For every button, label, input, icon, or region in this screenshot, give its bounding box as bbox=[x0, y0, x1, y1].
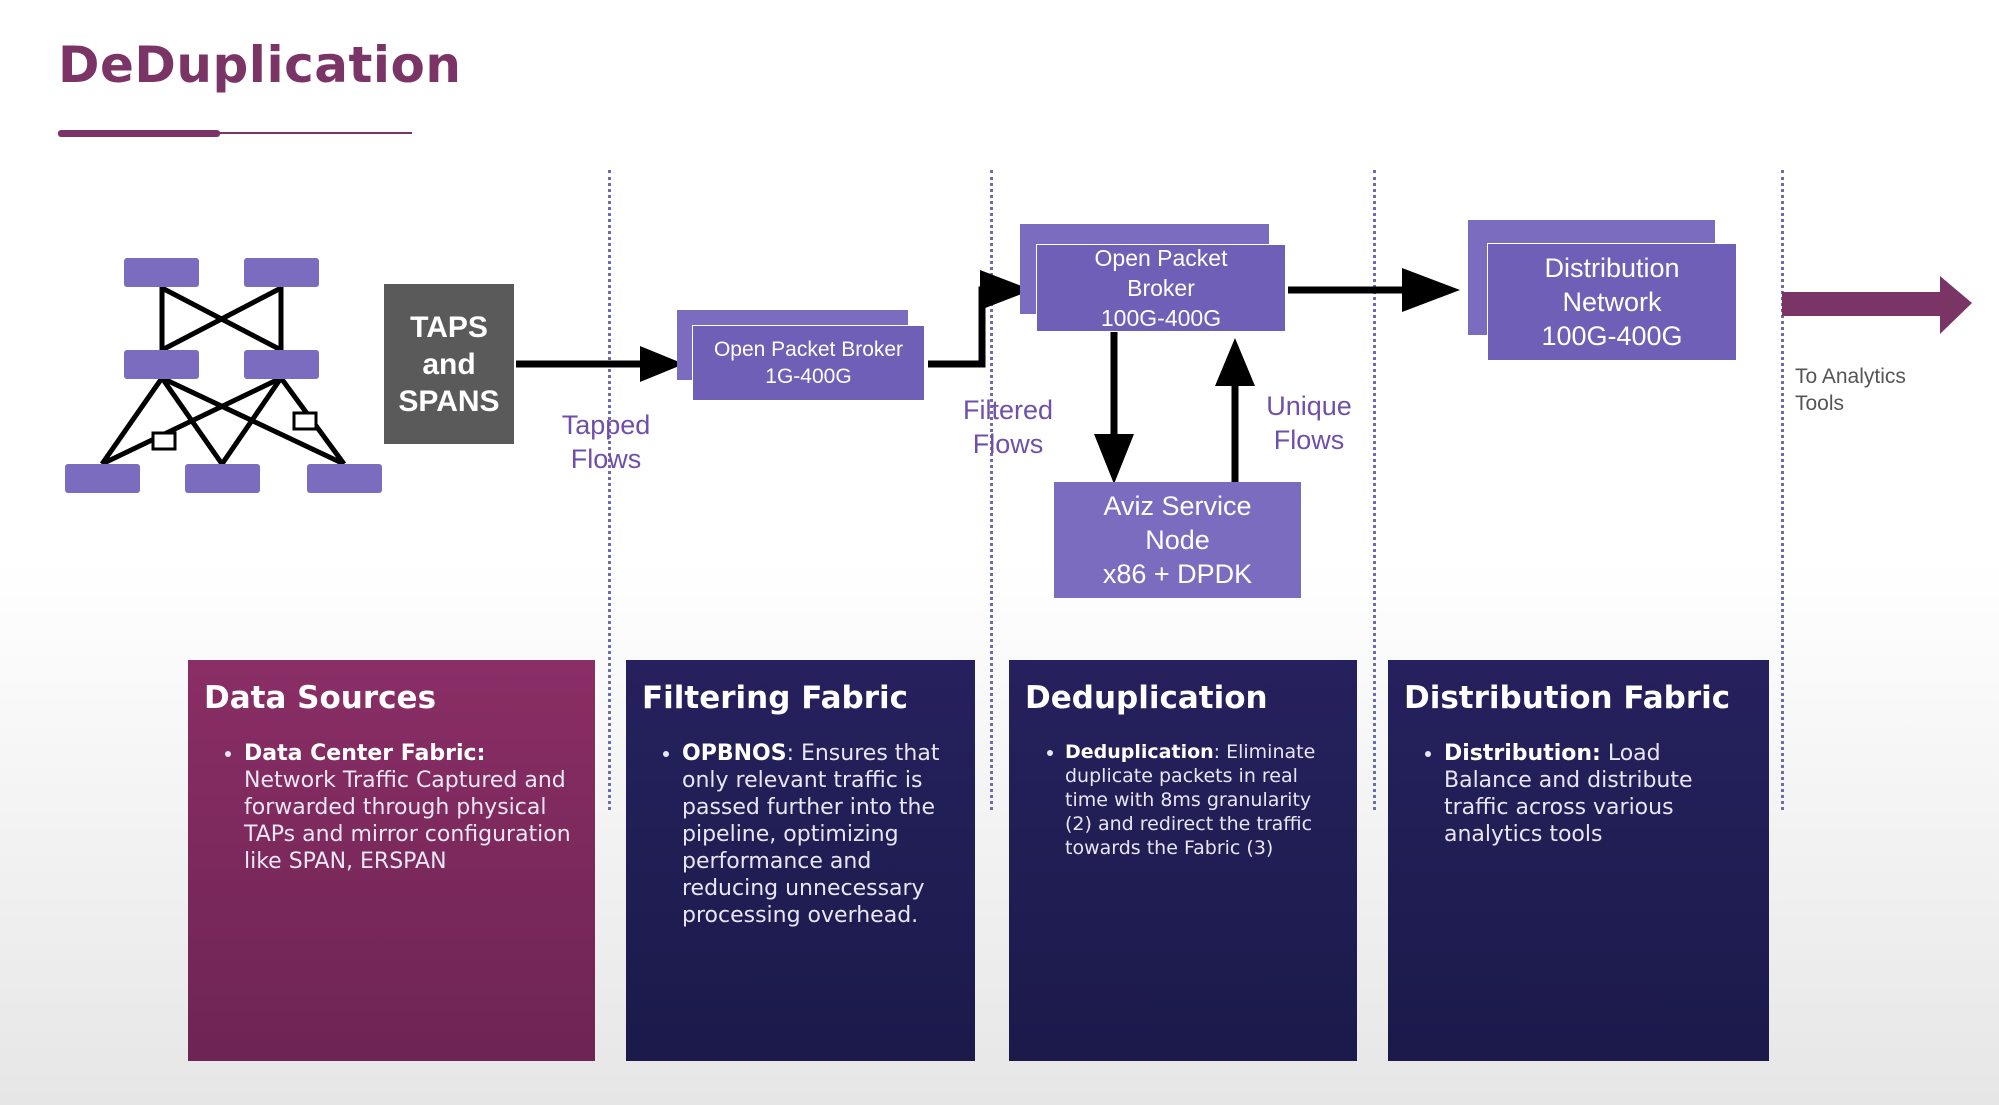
tapped-flows-label: Tapped Flows bbox=[554, 408, 658, 476]
taps-line: TAPS bbox=[410, 310, 488, 344]
unique-flows-label: Unique Flows bbox=[1256, 389, 1362, 457]
bullet-text: : Ensures that only relevant traffic is … bbox=[682, 741, 940, 928]
card-bullet: Distribution: Load Balance and distribut… bbox=[1444, 740, 1751, 848]
card-bullet: OPBNOS: Ensures that only relevant traff… bbox=[682, 740, 957, 929]
topology-link bbox=[99, 376, 165, 466]
card-title: Data Sources bbox=[204, 680, 437, 716]
flow-label-line: Filtered bbox=[962, 395, 1054, 425]
bullet-text: : Eliminate duplicate packets in real ti… bbox=[1065, 741, 1316, 859]
card-title: Filtering Fabric bbox=[642, 680, 908, 716]
card-bullets: Distribution: Load Balance and distribut… bbox=[1414, 740, 1751, 848]
card-deduplication: Deduplication Deduplication: Eliminate d… bbox=[1009, 660, 1357, 1061]
analytics-arrow-shaft bbox=[1782, 292, 1950, 316]
analytics-line: To Analytics bbox=[1795, 365, 1906, 388]
topology-node bbox=[124, 258, 199, 287]
card-distribution-fabric: Distribution Fabric Distribution: Load B… bbox=[1388, 660, 1769, 1061]
topology-node bbox=[307, 464, 382, 493]
bullet-bold: Data Center Fabric: bbox=[244, 741, 486, 766]
open-packet-broker-small: Open Packet Broker 1G-400G bbox=[692, 325, 925, 401]
stage-divider bbox=[608, 170, 611, 810]
analytics-arrow-head bbox=[1940, 276, 1972, 334]
analytics-line: Tools bbox=[1795, 392, 1845, 415]
taps-line: SPANS bbox=[398, 384, 500, 418]
service-node-line: Aviz Service bbox=[1103, 491, 1252, 521]
aviz-service-node-box: Aviz Service Node x86 + DPDK bbox=[1054, 482, 1301, 598]
broker-big-line: Open Packet bbox=[1094, 245, 1228, 271]
card-bullets: Deduplication: Eliminate duplicate packe… bbox=[1035, 740, 1339, 860]
flow-label-line: Unique bbox=[1266, 391, 1352, 421]
distribution-line: Network bbox=[1562, 287, 1662, 317]
flow-label-line: Tapped bbox=[561, 410, 651, 440]
flow-label-line: Flows bbox=[570, 444, 642, 474]
topology-link bbox=[100, 375, 283, 467]
bullet-bold: Distribution: bbox=[1444, 741, 1601, 766]
distribution-line: 100G-400G bbox=[1541, 321, 1683, 351]
stage-divider bbox=[1373, 170, 1376, 810]
card-title: Deduplication bbox=[1025, 680, 1268, 716]
to-analytics-tools-label: To Analytics Tools bbox=[1795, 363, 1906, 417]
card-bullets: Data Center Fabric: Network Traffic Capt… bbox=[214, 740, 577, 875]
distribution-network-box: Distribution Network 100G-400G bbox=[1487, 243, 1737, 361]
card-data-sources: Data Sources Data Center Fabric: Network… bbox=[188, 660, 595, 1061]
open-packet-broker-big: Open Packet Broker 100G-400G bbox=[1036, 244, 1286, 332]
card-title: Distribution Fabric bbox=[1404, 680, 1731, 716]
flow-label-line: Flows bbox=[1273, 425, 1345, 455]
card-bullet: Deduplication: Eliminate duplicate packe… bbox=[1065, 740, 1339, 860]
tap-square bbox=[292, 411, 318, 431]
page-title: DeDuplication bbox=[58, 36, 462, 94]
flow-label-line: Flows bbox=[972, 429, 1044, 459]
card-bullets: OPBNOS: Ensures that only relevant traff… bbox=[652, 740, 957, 929]
stage-divider bbox=[990, 170, 993, 810]
taps-and-spans-box: TAPS and SPANS bbox=[384, 284, 514, 444]
bullet-text: Load Balance and distribute traffic acro… bbox=[1444, 741, 1693, 847]
title-underline bbox=[58, 130, 412, 137]
topology-node bbox=[124, 350, 199, 379]
topology-node bbox=[185, 464, 260, 493]
card-filtering-fabric: Filtering Fabric OPBNOS: Ensures that on… bbox=[626, 660, 975, 1061]
distribution-line: Distribution bbox=[1544, 253, 1680, 283]
broker-big-line: 100G-400G bbox=[1100, 305, 1222, 331]
topology-link bbox=[219, 376, 284, 466]
tap-square bbox=[151, 431, 177, 451]
broker-small-line: 1G-400G bbox=[765, 365, 852, 388]
bullet-bold: Deduplication bbox=[1065, 741, 1214, 763]
bullet-bold: OPBNOS bbox=[682, 741, 787, 766]
topology-node bbox=[244, 258, 319, 287]
service-node-line: x86 + DPDK bbox=[1102, 559, 1253, 589]
topology-link bbox=[160, 285, 283, 353]
topology-node bbox=[244, 350, 319, 379]
filtered-flows-label: Filtered Flows bbox=[950, 393, 1066, 461]
taps-line: and bbox=[422, 347, 476, 381]
topology-node bbox=[65, 464, 140, 493]
bullet-text: Network Traffic Captured and forwarded t… bbox=[244, 768, 571, 874]
card-bullet: Data Center Fabric: Network Traffic Capt… bbox=[244, 740, 577, 875]
broker-big-line: Broker bbox=[1127, 275, 1195, 301]
broker-small-line: Open Packet Broker bbox=[713, 338, 904, 361]
stage-divider bbox=[1781, 170, 1784, 810]
service-node-line: Node bbox=[1145, 525, 1210, 555]
